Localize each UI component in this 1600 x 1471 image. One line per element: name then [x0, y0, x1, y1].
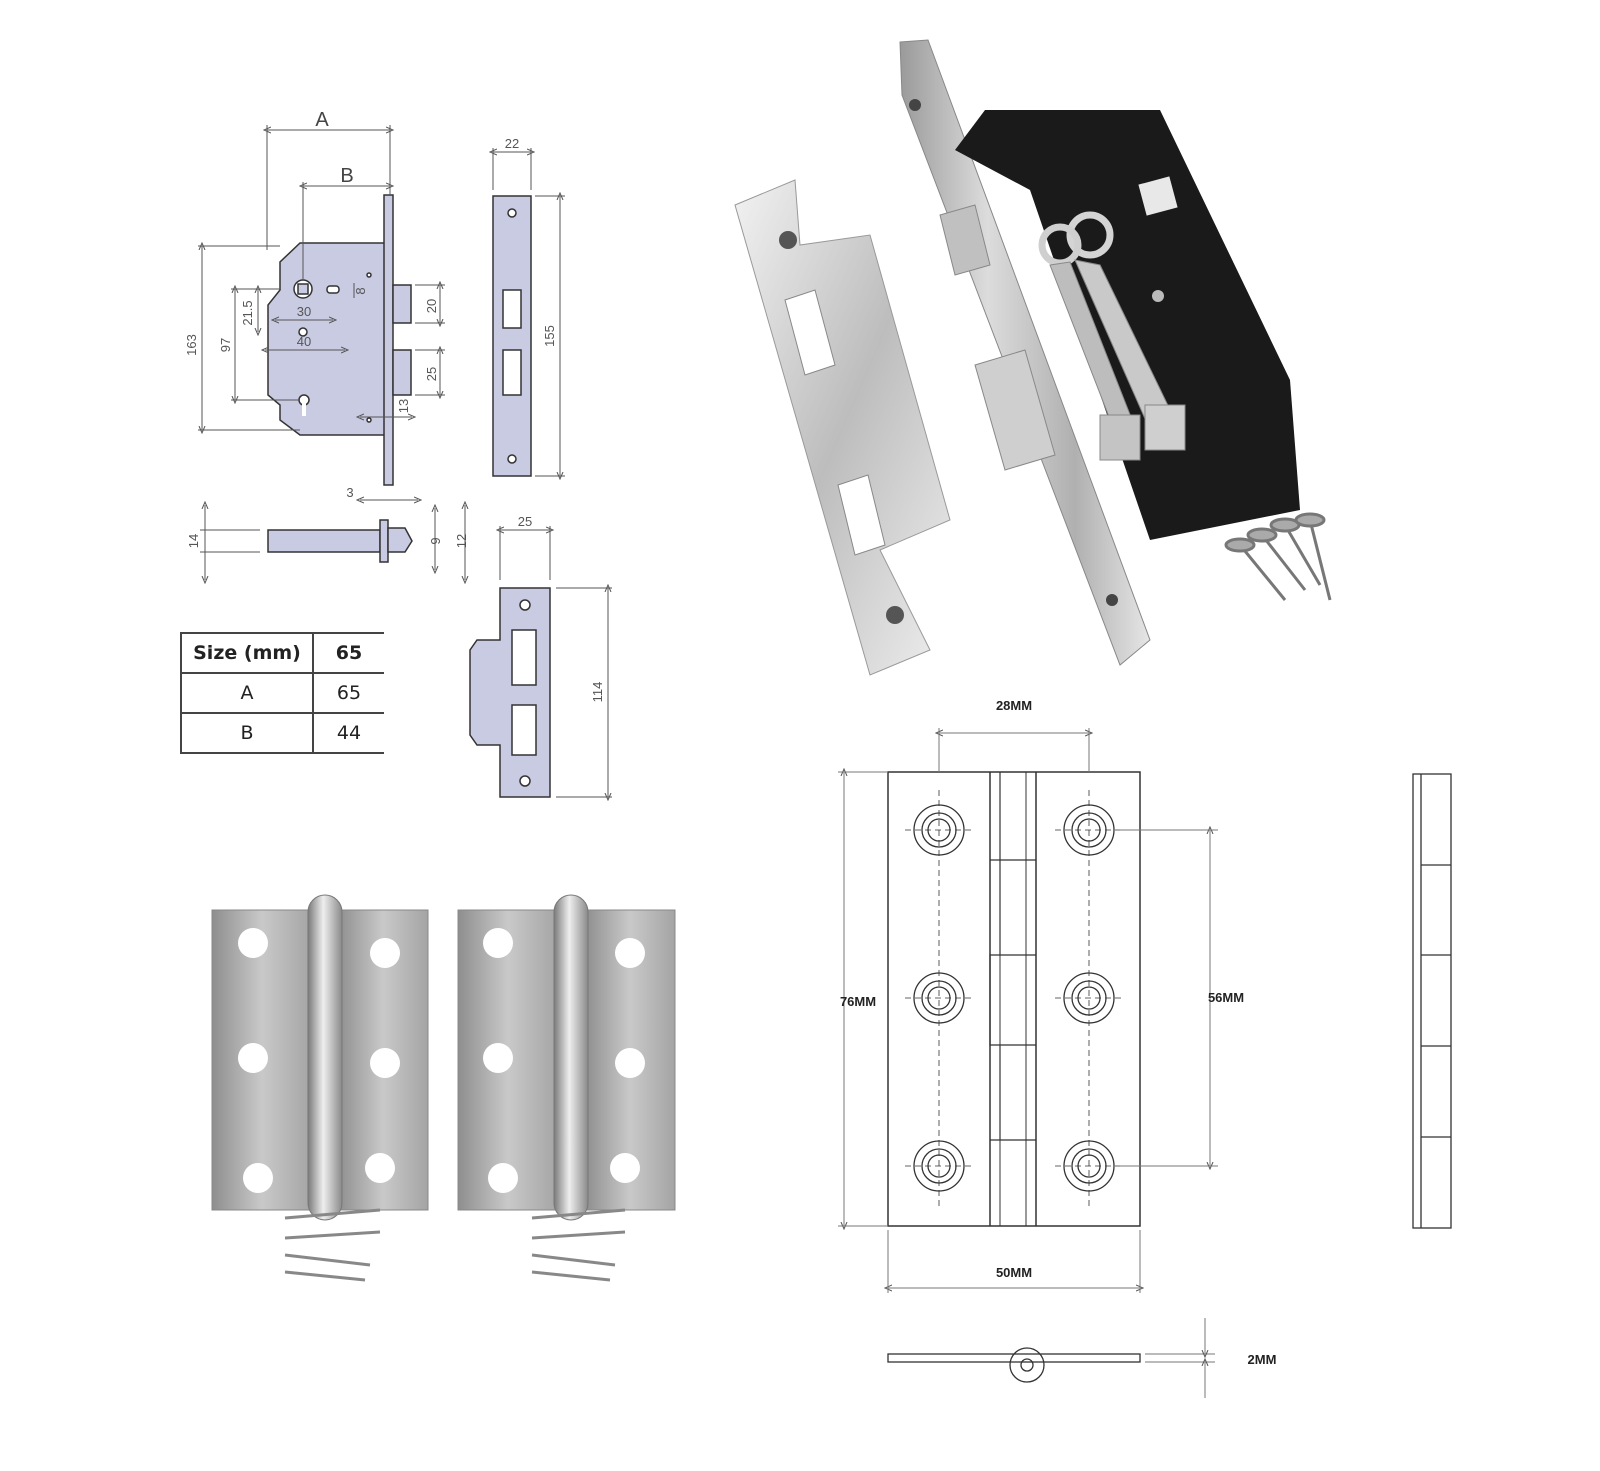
forend-dimension-lines [493, 148, 565, 476]
table-row: A 65 [180, 672, 384, 714]
dimension-label-b: B [340, 165, 353, 187]
dimension-3: 3 [346, 485, 353, 500]
hinge-dimension-2mm: 2MM [1248, 1352, 1277, 1367]
table-cell: B [180, 712, 314, 754]
hinge-screw-holes [905, 790, 1123, 1206]
dimension-label-a: A [315, 109, 329, 131]
table-cell: 65 [312, 632, 384, 674]
dimension-25: 25 [424, 367, 439, 381]
dimension-9: 9 [428, 537, 443, 544]
strike-plate-drawing [469, 587, 551, 798]
dimension-8: 8 [353, 287, 368, 294]
dimension-14: 14 [186, 534, 201, 548]
dimension-30: 30 [297, 304, 311, 319]
hinge-dimension-56mm: 56MM [1208, 990, 1244, 1005]
dimension-21-5: 21.5 [240, 300, 255, 325]
dimension-12: 12 [454, 534, 469, 548]
size-table: Size (mm) 65 A 65 B 44 [180, 632, 384, 754]
table-cell: 65 [312, 672, 384, 714]
table-row: B 44 [180, 712, 384, 754]
dimension-114: 114 [590, 682, 605, 703]
table-cell: 44 [312, 712, 384, 754]
strike-dimension-lines [500, 526, 612, 797]
thickness-dimension-lines [1145, 1318, 1215, 1398]
hinge-front-drawing [887, 771, 1141, 1227]
hinge-dimension-50mm: 50MM [996, 1265, 1032, 1280]
sashlock-photo [734, 39, 1332, 676]
dimension-13: 13 [396, 399, 411, 413]
lock-top-view-drawing [267, 519, 413, 563]
lock-dimension-lines [198, 125, 445, 430]
dimension-163: 163 [184, 334, 199, 356]
hinge-photo-right [457, 894, 676, 1282]
table-cell: A [180, 672, 314, 714]
hinge-photo-left [211, 894, 429, 1282]
hinge-bottom-drawing [887, 1347, 1141, 1383]
lock-case-drawing [267, 194, 412, 486]
hinge-side-drawing [1412, 773, 1452, 1229]
hinge-dimension-76mm: 76MM [840, 994, 876, 1009]
top-view-dimension-lines [200, 500, 465, 580]
dimension-22: 22 [505, 136, 519, 151]
hinge-dimension-lines [838, 728, 1218, 1293]
table-row: Size (mm) 65 [180, 632, 384, 674]
dimension-155: 155 [542, 325, 557, 347]
dimension-25-strike: 25 [518, 514, 532, 529]
dimension-20: 20 [424, 299, 439, 313]
table-cell: Size (mm) [180, 632, 314, 674]
dimension-97: 97 [218, 338, 233, 352]
hinge-dimension-28mm: 28MM [996, 698, 1032, 713]
dimension-40: 40 [297, 334, 311, 349]
forend-drawing [492, 195, 532, 477]
